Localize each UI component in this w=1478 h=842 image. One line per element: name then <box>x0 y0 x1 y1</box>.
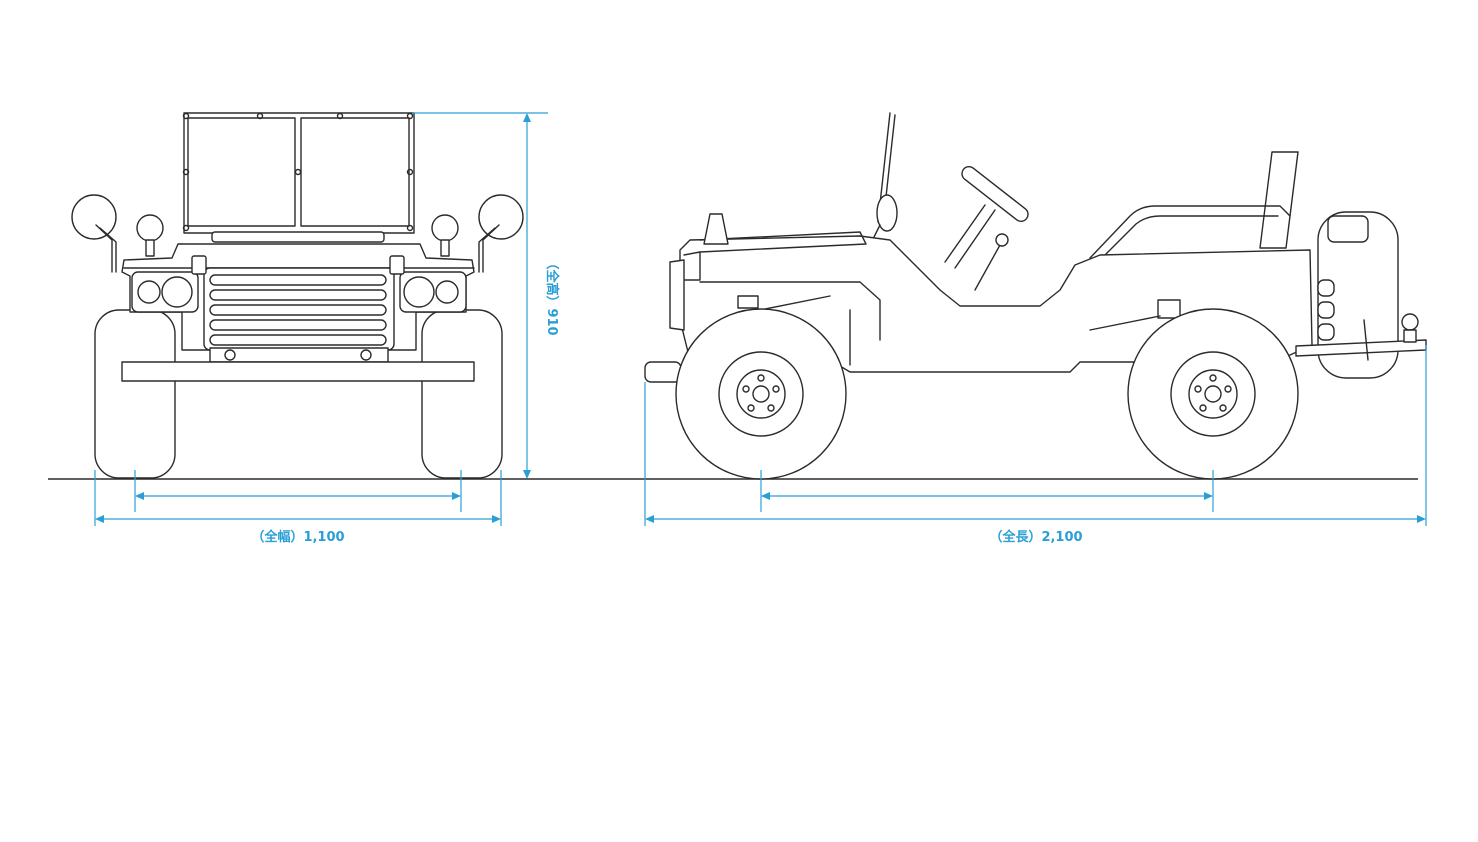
front-windshield <box>182 112 415 243</box>
front-grille <box>191 255 405 351</box>
height-label: （全高）910 <box>544 256 560 335</box>
front-right-lamp <box>431 214 459 257</box>
front-view <box>71 112 524 479</box>
front-right-tire <box>421 309 503 479</box>
front-right-mirror <box>478 194 524 273</box>
front-right-headlights <box>399 271 467 313</box>
front-left-tire <box>94 309 176 479</box>
front-left-headlights <box>131 271 199 313</box>
width-dimension: （全幅）1,100 <box>94 470 502 545</box>
length-dimension: （全長）2,100 <box>644 345 1427 545</box>
side-rear-wheel <box>1127 308 1299 480</box>
front-left-lamp <box>136 214 164 257</box>
side-view <box>644 112 1427 480</box>
side-rear-tank <box>1317 211 1399 379</box>
length-label: （全長）2,100 <box>989 529 1082 545</box>
width-label: （全幅）1,100 <box>251 529 344 545</box>
front-left-mirror <box>71 194 117 273</box>
side-front-wheel <box>675 308 847 480</box>
front-bumper <box>121 361 475 382</box>
height-dimension: （全高）910 <box>412 112 560 479</box>
